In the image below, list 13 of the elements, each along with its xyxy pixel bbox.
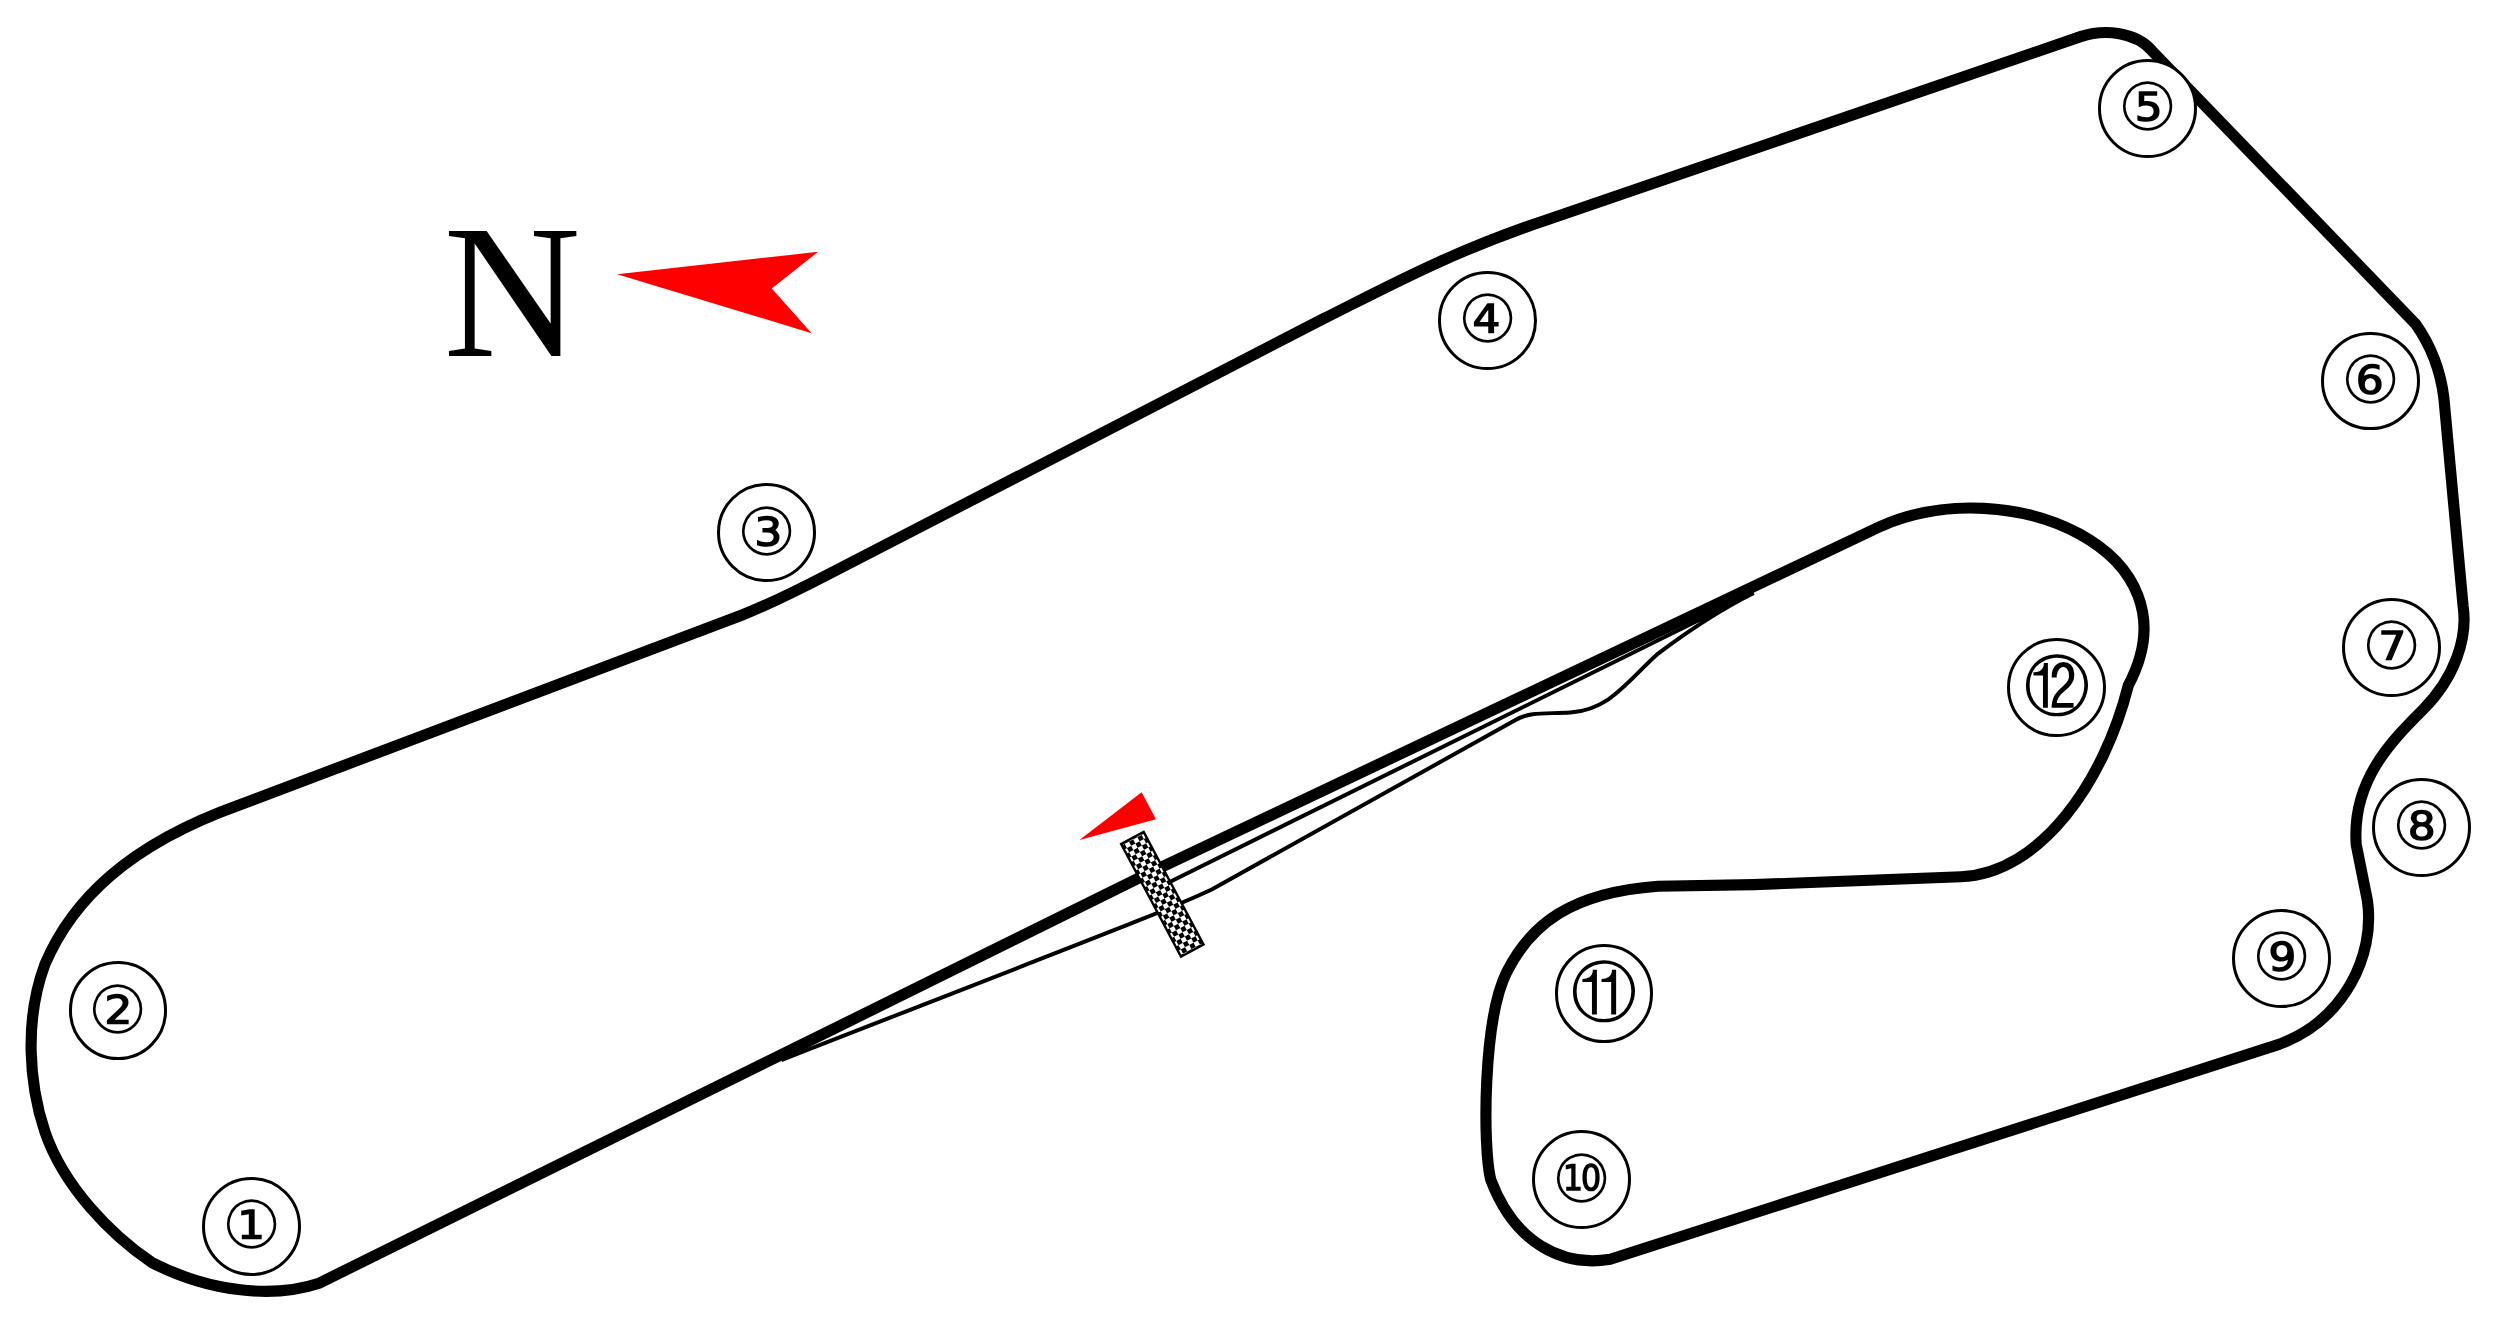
corner-number: ③ bbox=[717, 483, 817, 582]
corner-number: ② bbox=[68, 961, 168, 1061]
corner-number: ⑧ bbox=[2372, 778, 2472, 877]
corner-number: ⑫ bbox=[2007, 637, 2107, 737]
corner-number: ④ bbox=[1438, 271, 1537, 370]
corner-number: ⑨ bbox=[2232, 908, 2331, 1008]
corner-number: ⑩ bbox=[1532, 1130, 1632, 1230]
corner-number: ⑦ bbox=[2342, 597, 2441, 697]
corner-number: ① bbox=[202, 1176, 302, 1276]
compass-letter: N bbox=[443, 196, 581, 387]
corner-number: ⑪ bbox=[1554, 943, 1654, 1043]
corner-number: ⑥ bbox=[2321, 331, 2421, 431]
corner-number: ⑤ bbox=[2098, 59, 2198, 158]
